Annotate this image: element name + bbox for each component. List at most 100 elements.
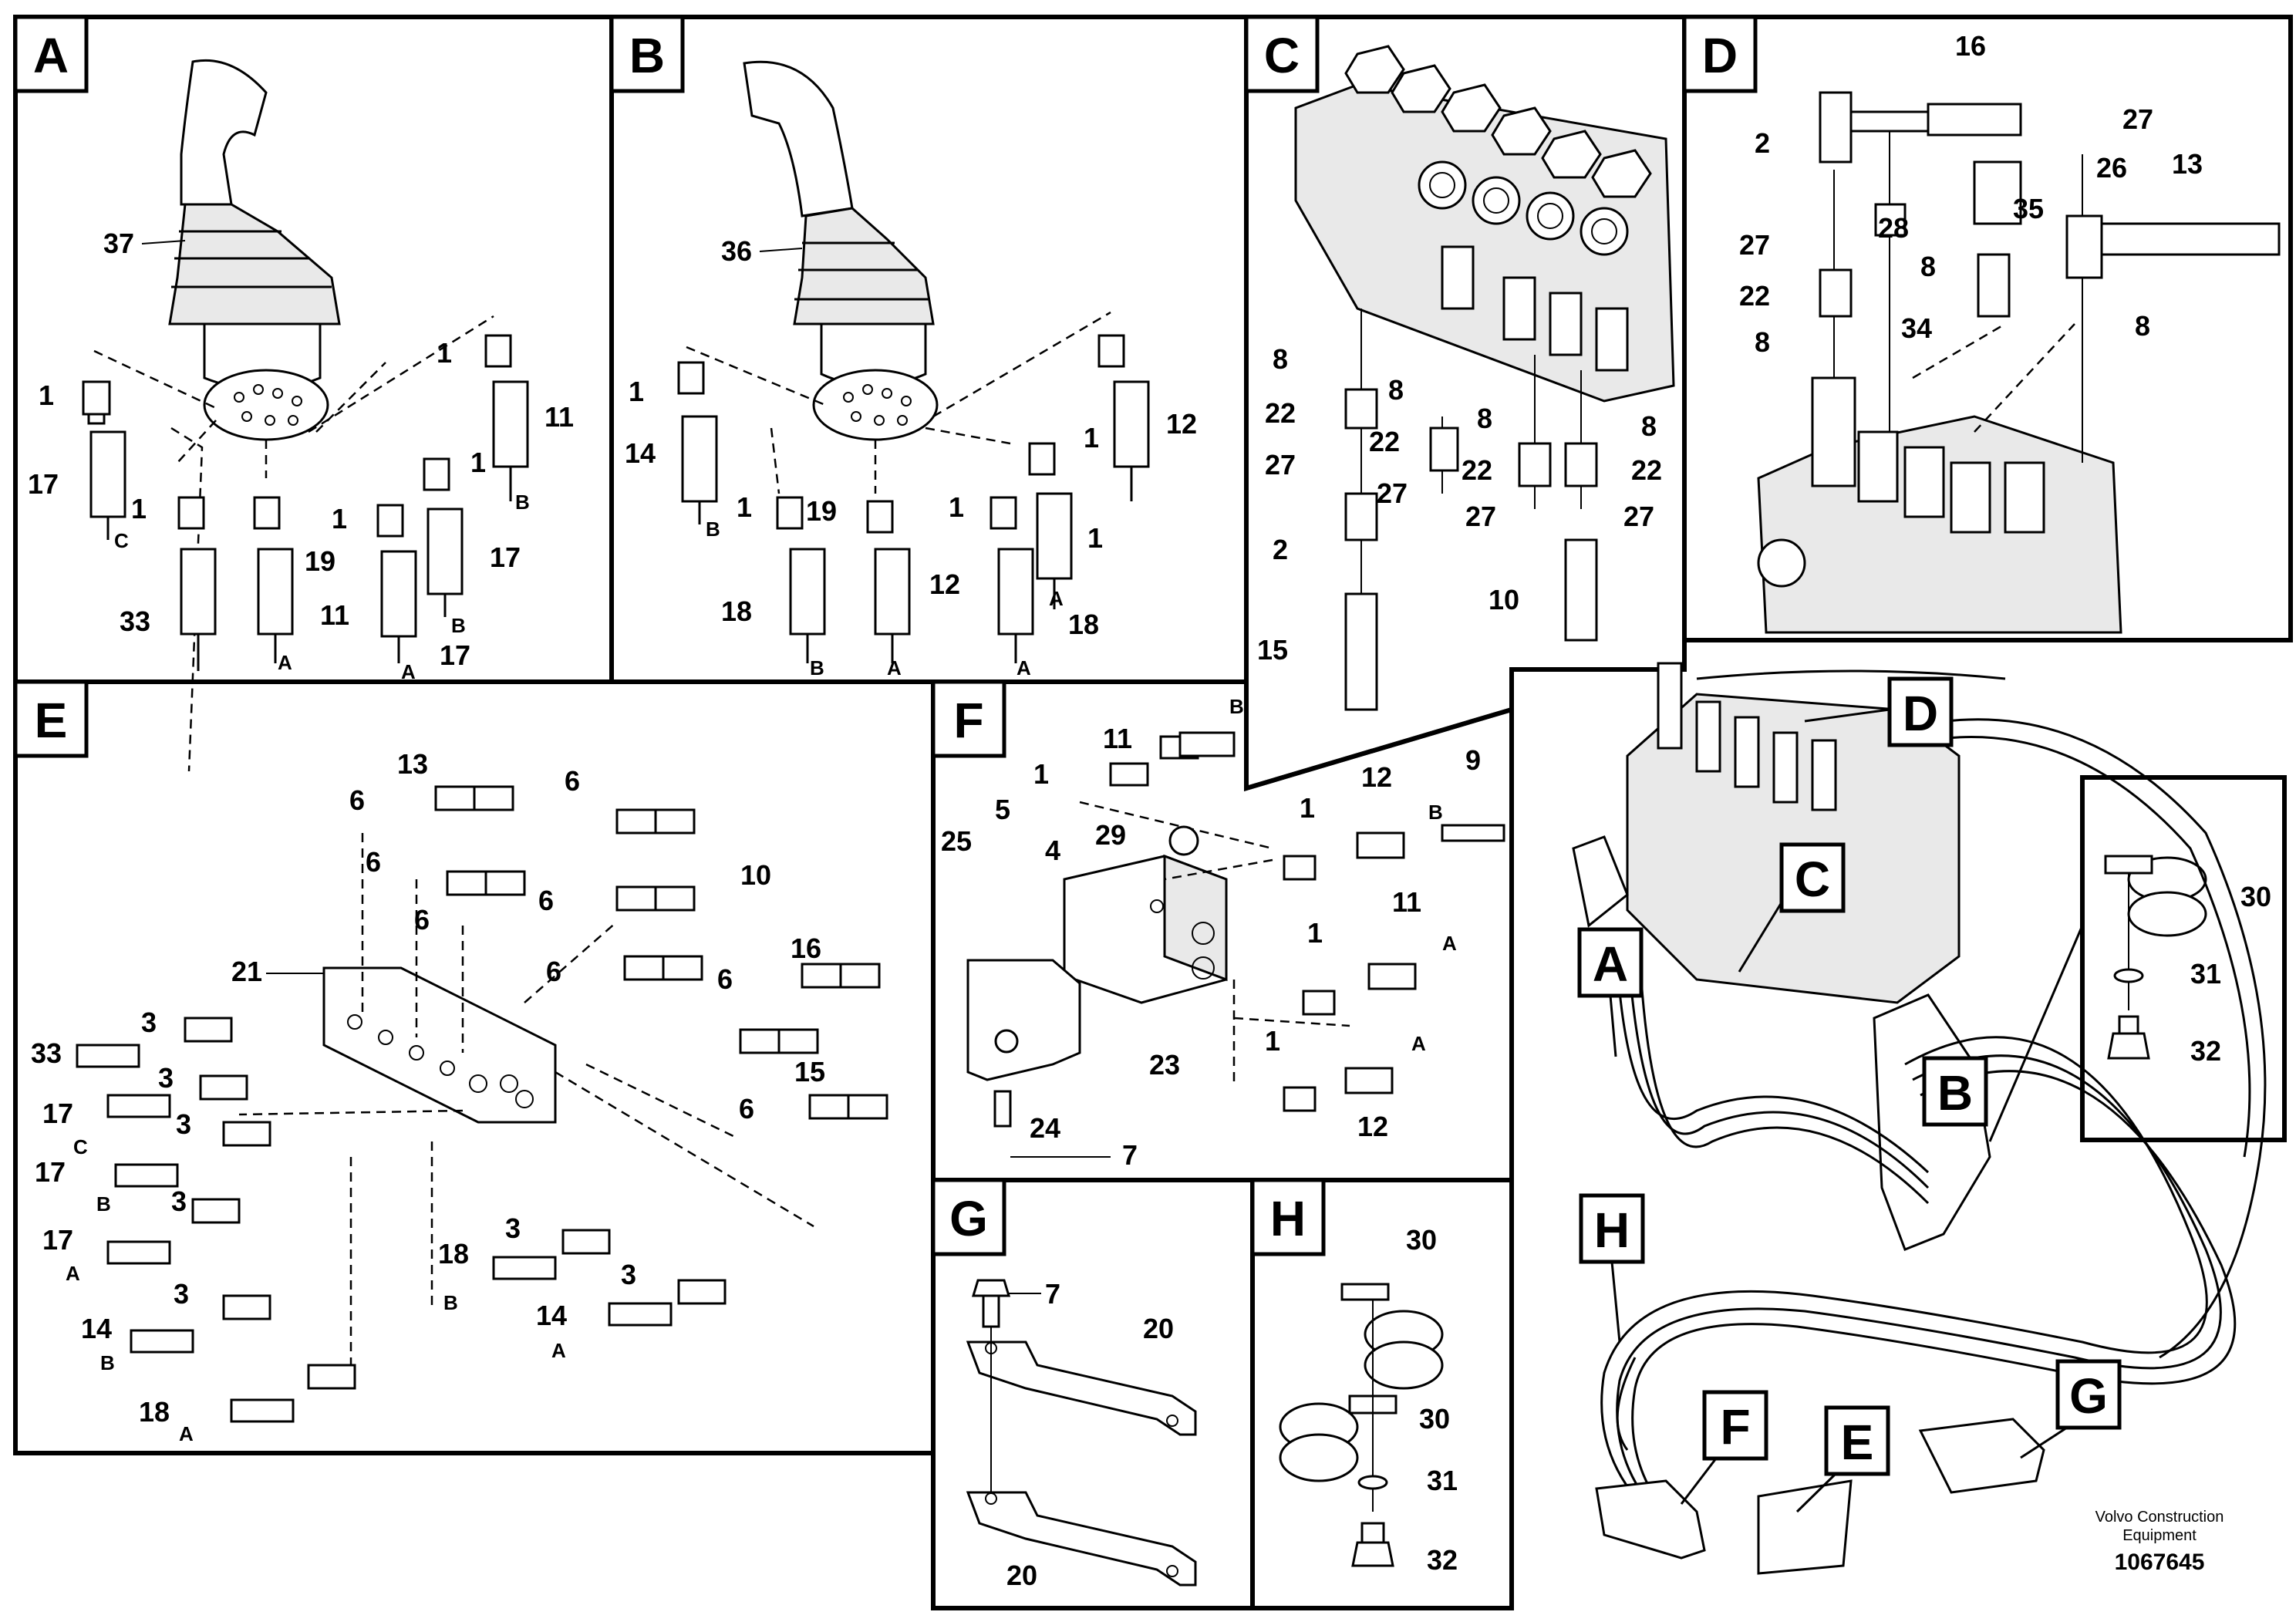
svg-text:27: 27 [1465, 501, 1496, 532]
svg-text:6: 6 [538, 885, 554, 916]
svg-text:12: 12 [1357, 1111, 1388, 1142]
svg-text:B: B [515, 491, 530, 514]
svg-text:11: 11 [1103, 723, 1132, 754]
svg-text:30: 30 [1406, 1224, 1437, 1256]
svg-text:5: 5 [995, 794, 1010, 825]
svg-text:B: B [1937, 1065, 1973, 1121]
svg-text:A: A [1442, 932, 1457, 955]
svg-text:33: 33 [120, 605, 150, 637]
panel-tag-e: E [13, 679, 89, 758]
svg-text:20: 20 [1006, 1560, 1037, 1591]
panel-a-drawing [82, 59, 529, 772]
svg-text:A: A [1017, 656, 1031, 679]
svg-text:27: 27 [1623, 501, 1654, 532]
overview-tag-b: B [1922, 1056, 1988, 1127]
svg-text:3: 3 [141, 1007, 157, 1038]
svg-text:26: 26 [2096, 152, 2127, 184]
svg-text:6: 6 [717, 963, 733, 995]
svg-text:C: C [73, 1135, 88, 1158]
svg-text:32: 32 [2190, 1035, 2221, 1067]
svg-text:A: A [551, 1339, 566, 1362]
e-plate-holes [347, 1014, 534, 1108]
c-nuts [1344, 45, 1652, 198]
overview-tag-c: C [1738, 842, 1846, 973]
svg-text:10: 10 [740, 859, 771, 891]
svg-text:1: 1 [470, 447, 486, 478]
svg-text:3: 3 [176, 1108, 191, 1140]
svg-text:1: 1 [1084, 422, 1099, 454]
svg-text:27: 27 [2122, 103, 2153, 135]
svg-text:2: 2 [1755, 127, 1770, 159]
svg-text:8: 8 [1920, 251, 1936, 282]
svg-text:21: 21 [231, 956, 262, 987]
svg-text:B: B [100, 1351, 115, 1374]
svg-text:7: 7 [1045, 1278, 1060, 1310]
svg-text:17: 17 [28, 468, 59, 500]
svg-text:11: 11 [320, 599, 349, 631]
panel-e-drawing [76, 785, 888, 1423]
svg-text:15: 15 [794, 1056, 825, 1088]
drawing-number: 1067645 [2115, 1549, 2205, 1575]
svg-text:A: A [1593, 936, 1628, 992]
b-port-holes [843, 384, 912, 426]
svg-text:4: 4 [1045, 835, 1060, 866]
clamp-inset-labels: 30 31 32 [2190, 881, 2271, 1067]
svg-text:A: A [278, 651, 292, 674]
svg-text:1: 1 [332, 503, 347, 534]
svg-text:22: 22 [1739, 280, 1770, 312]
panel-tag-g: G [931, 1178, 1006, 1256]
svg-text:27: 27 [1739, 229, 1770, 261]
panel-b-drawing [677, 60, 1150, 663]
panel-tag-d: D [1682, 15, 1758, 93]
svg-text:31: 31 [1427, 1465, 1458, 1496]
panel-tag-h: H [1250, 1178, 1326, 1256]
svg-text:12: 12 [929, 568, 960, 600]
credit-line-2: Equipment [2122, 1527, 2197, 1544]
panel-h-labels: 30 30 31 32 [1406, 1224, 1458, 1576]
svg-text:11: 11 [544, 401, 574, 433]
overview-tag-e: E [1795, 1405, 1890, 1513]
svg-text:37: 37 [103, 228, 134, 259]
svg-text:17: 17 [42, 1224, 73, 1256]
svg-text:C: C [1795, 851, 1830, 907]
svg-text:E: E [1841, 1415, 1874, 1470]
panel-c-drawing [1294, 45, 1675, 711]
svg-text:3: 3 [621, 1259, 636, 1290]
panel-f-labels: 11 1 5 25 4 29 1 12 9 11 1 1 23 24 7 12 … [941, 695, 1481, 1171]
a-fittings [82, 334, 529, 638]
svg-text:H: H [1594, 1202, 1630, 1258]
svg-text:6: 6 [739, 1093, 754, 1125]
panel-frames [13, 15, 2293, 1610]
svg-text:20: 20 [1143, 1313, 1174, 1344]
svg-text:1: 1 [1300, 792, 1315, 824]
svg-text:10: 10 [1489, 584, 1519, 615]
svg-text:27: 27 [1377, 477, 1408, 509]
svg-text:8: 8 [2135, 310, 2150, 342]
svg-text:1: 1 [1033, 758, 1049, 790]
svg-text:H: H [1270, 1191, 1306, 1246]
svg-text:1: 1 [1087, 522, 1103, 554]
svg-text:35: 35 [2013, 193, 2044, 224]
svg-text:32: 32 [1427, 1544, 1458, 1576]
svg-text:3: 3 [174, 1278, 189, 1310]
svg-text:14: 14 [536, 1300, 567, 1331]
svg-text:23: 23 [1149, 1049, 1180, 1081]
svg-text:6: 6 [565, 765, 580, 797]
svg-text:1: 1 [39, 379, 54, 411]
svg-text:9: 9 [1465, 744, 1481, 776]
overview-valve-sections [1657, 662, 1837, 811]
panel-g-drawing [966, 1279, 1197, 1587]
svg-text:30: 30 [2240, 881, 2271, 912]
svg-text:B: B [96, 1192, 111, 1216]
svg-text:3: 3 [158, 1062, 174, 1094]
svg-text:D: D [1903, 686, 1938, 741]
svg-text:34: 34 [1901, 312, 1932, 344]
svg-text:2: 2 [1273, 534, 1288, 565]
svg-text:E: E [35, 693, 68, 748]
svg-text:A: A [887, 656, 902, 679]
overview-tags: A B C D E F G H [1577, 676, 2122, 1513]
svg-text:17: 17 [35, 1156, 66, 1188]
c-bores [1418, 160, 1629, 256]
svg-text:D: D [1702, 28, 1738, 83]
